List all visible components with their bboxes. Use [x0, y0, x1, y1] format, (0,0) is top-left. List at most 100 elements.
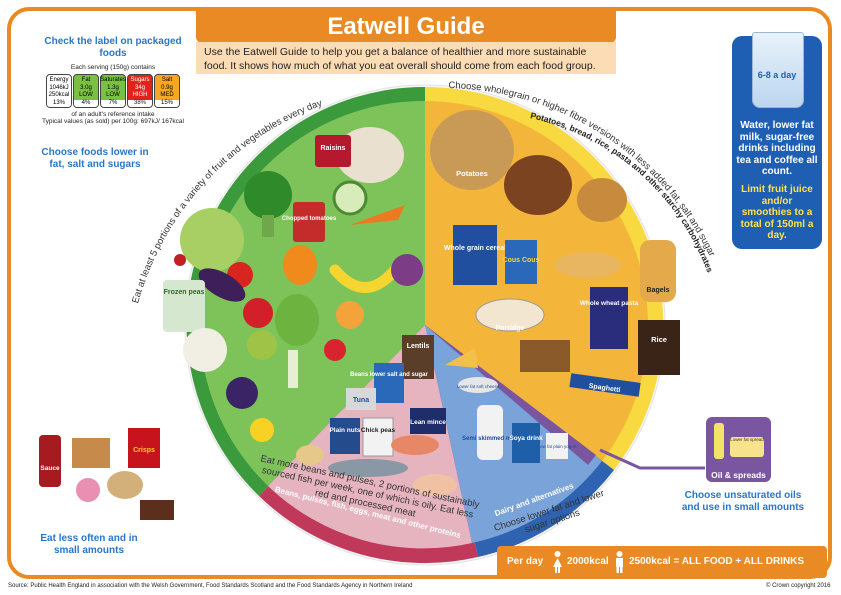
water-glass-icon	[752, 32, 804, 108]
grapes-icon	[226, 377, 258, 409]
oils-label: Oil & spreads	[711, 470, 766, 480]
per-day-label: Per day	[507, 556, 544, 567]
ice-cream-icon	[76, 478, 100, 502]
crisps-bag-icon	[128, 428, 160, 468]
tuna-can-icon	[346, 388, 376, 410]
label-typical: Typical values (as sold) per 100g: 697kJ…	[42, 118, 184, 125]
water-amount: 6-8 a day	[757, 70, 797, 80]
svg-text:Spaghetti: Spaghetti	[588, 383, 621, 394]
raisins-label: Raisins	[321, 145, 346, 152]
yogurt-pot-icon	[546, 433, 568, 459]
apple-icon	[243, 298, 273, 328]
tomato-can-icon	[293, 202, 325, 242]
cheese-icon	[445, 348, 478, 368]
cous-cous-box-icon	[505, 240, 537, 284]
svg-text:Chopped tomatoes: Chopped tomatoes	[282, 216, 337, 222]
svg-text:Cous Cous: Cous Cous	[503, 257, 540, 264]
broccoli-icon	[244, 171, 292, 219]
plain-nuts-bag-icon	[330, 418, 360, 454]
cupcake-icon	[107, 471, 143, 499]
water-text: Water, lower fat milk, sugar-free drinks…	[736, 120, 818, 177]
sweetcorn-icon	[250, 418, 274, 442]
rice-bag-icon	[638, 320, 680, 375]
cherries-icon	[174, 254, 186, 266]
soya-drink-icon	[512, 423, 540, 463]
svg-text:Whole grain cereal: Whole grain cereal	[444, 245, 506, 252]
pear-icon	[247, 330, 277, 360]
soft-cheese-tub-icon	[458, 377, 498, 393]
porridge-bowl-icon	[475, 298, 545, 332]
salmon-icon	[391, 435, 439, 455]
sauce-bottle-icon	[39, 435, 61, 487]
pepper-icon	[283, 245, 317, 285]
per-day-bar: Per day 2000kcal 2500kcal = ALL FOOD + A…	[497, 546, 827, 578]
crackers-icon	[520, 340, 570, 372]
cereal-box-icon	[453, 225, 497, 285]
water-panel: 6-8 a day Water, lower fat milk, sugar-f…	[732, 32, 822, 249]
page-title: Eatwell Guide	[196, 11, 616, 43]
footer-source: Source: Public Health England in associa…	[8, 583, 413, 589]
lentils-bag-icon	[402, 335, 434, 379]
roll-icon	[577, 178, 627, 222]
bananas-icon	[329, 264, 401, 293]
svg-text:Crisps: Crisps	[133, 447, 155, 454]
carrots-icon	[350, 205, 405, 225]
raisins-box-icon	[315, 135, 351, 167]
aubergine-icon	[198, 268, 246, 302]
oranges-icon	[336, 301, 364, 329]
svg-text:Beans lower salt and sugar: Beans lower salt and sugar	[350, 372, 428, 378]
milk-bottle-icon	[477, 405, 503, 460]
mushrooms-icon	[336, 127, 404, 183]
red-onion-icon	[391, 254, 423, 286]
cabbage-icon	[180, 208, 244, 272]
male-icon	[615, 551, 624, 573]
oils-spreads-box: Lower fat spread Oil & spreads	[706, 417, 771, 482]
label-info-panel: Check the label on packaged foods Each s…	[38, 36, 188, 125]
svg-text:Lentils: Lentils	[407, 343, 430, 350]
strawberries-icon	[324, 339, 346, 361]
svg-text:Semi skimmed milk: Semi skimmed milk	[462, 436, 518, 442]
spring-onion-icon	[288, 350, 298, 388]
bread-loaf-icon	[504, 155, 572, 215]
female-icon	[553, 551, 562, 573]
eggs-icon	[296, 445, 324, 465]
chocolate-icon	[140, 500, 174, 520]
svg-text:Soya drink: Soya drink	[509, 435, 543, 442]
fish-icon	[328, 459, 408, 477]
cauliflower-icon	[183, 328, 227, 372]
beans-can-icon	[374, 363, 404, 403]
frozen-peas-icon	[163, 280, 205, 332]
protein-foods: Lentils Beans lower salt and sugar Tuna …	[296, 335, 457, 496]
svg-text:Tuna: Tuna	[353, 397, 369, 404]
eat-less-text: Eat less often and in small amounts	[40, 533, 138, 556]
footer-copyright: © Crown copyright 2016	[766, 583, 831, 589]
fruit-veg-foods: Raisins Chopped tomatoes Frozen peas	[163, 127, 423, 442]
svg-text:Plain nuts: Plain nuts	[329, 427, 360, 434]
label-title: Check the label on packaged foods	[44, 36, 182, 59]
svg-text:Chick peas: Chick peas	[361, 427, 396, 434]
pasta-bag-icon	[590, 287, 628, 349]
dairy-foods: Lower fat soft cheese Semi skimmed milk …	[445, 348, 577, 463]
foods-lower-text: Choose foods lower in fat, salt and suga…	[41, 147, 149, 170]
leeks-icon	[275, 294, 319, 346]
biscuits-icon	[72, 438, 110, 468]
svg-text:Sauce: Sauce	[40, 465, 60, 472]
svg-text:Frozen peas: Frozen peas	[164, 289, 205, 296]
cucumber-icon	[332, 180, 368, 216]
oils-text: Choose unsaturated oils and use in small…	[681, 490, 805, 513]
spaghetti-pack-icon	[569, 373, 641, 397]
lean-mince-pack-icon	[410, 408, 446, 434]
svg-text:Whole wheat pasta: Whole wheat pasta	[580, 300, 639, 307]
flatbread-icon	[555, 252, 621, 278]
chicken-icon	[413, 474, 457, 496]
starchy-foods: Potatoes Whole grain cereal Cous Cous Ba…	[430, 110, 680, 397]
bagels-bag-icon	[640, 240, 676, 302]
kcal-2000: 2000kcal	[567, 556, 609, 567]
chick-peas-can-icon	[362, 417, 394, 457]
